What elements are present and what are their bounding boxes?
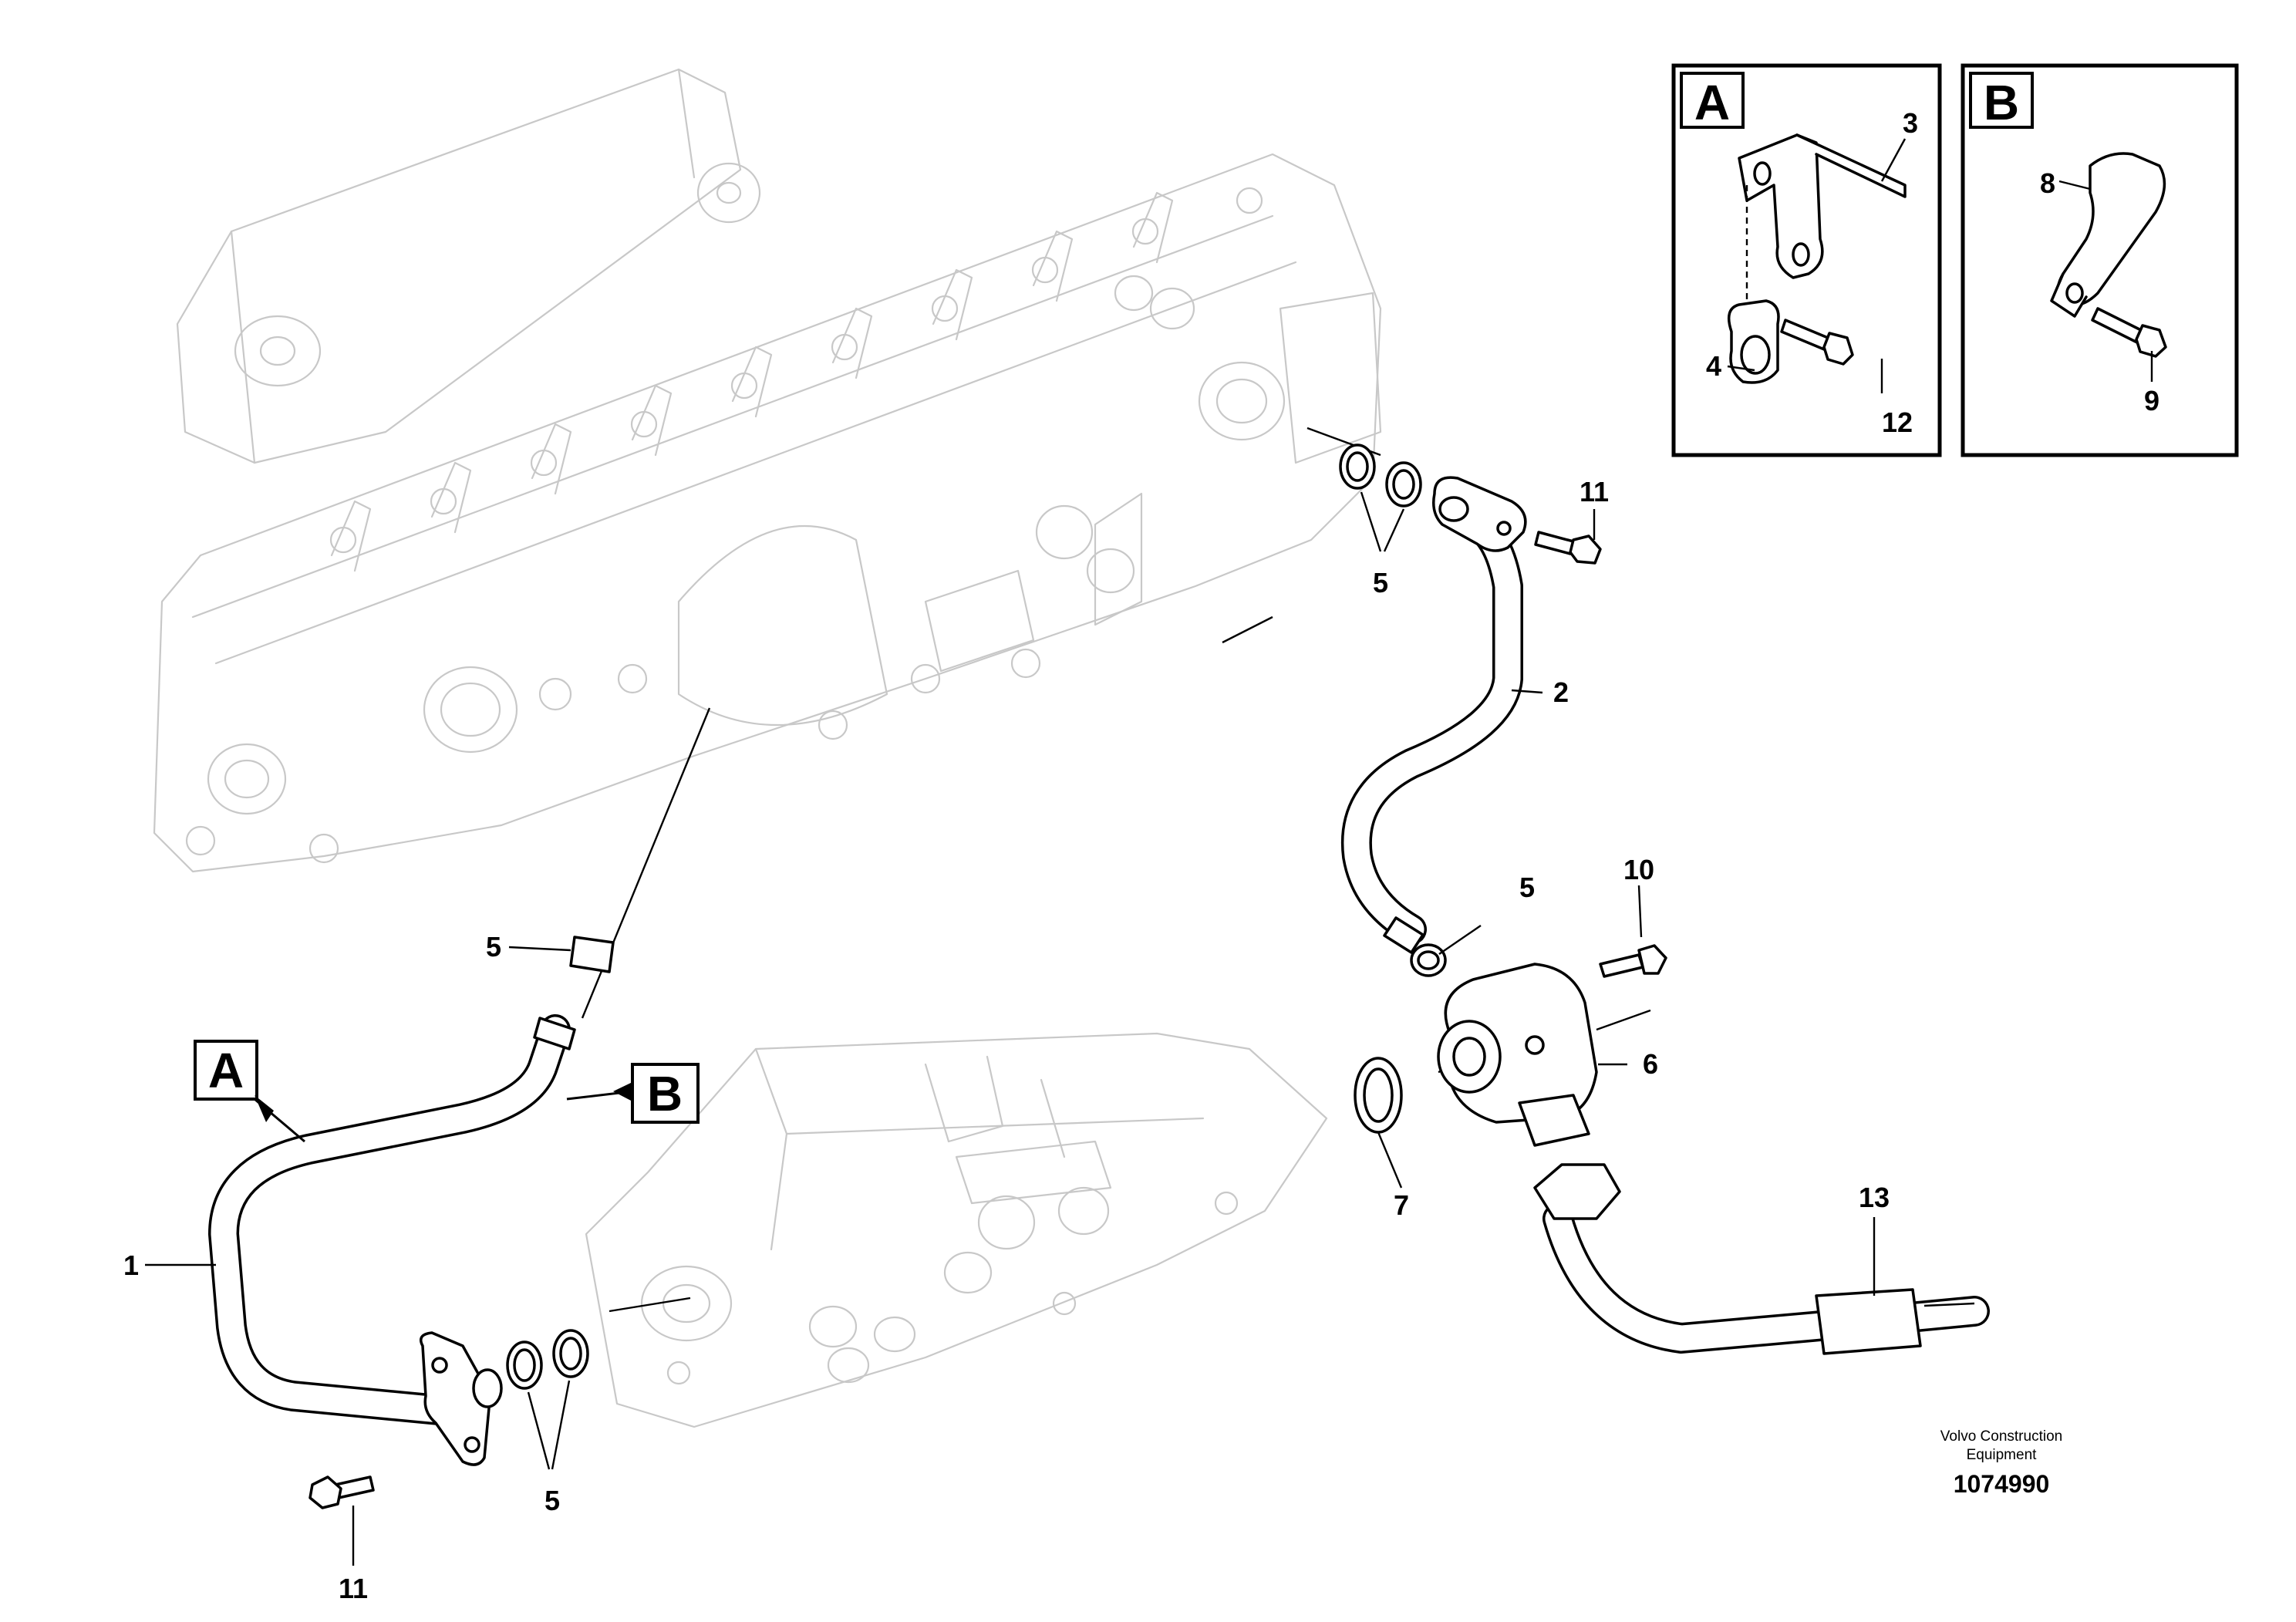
seal-rings <box>506 443 1482 1470</box>
bolts <box>145 509 1667 1566</box>
oil-pump-housing-illustration <box>585 1032 1328 1428</box>
view-marker-a-letter: A <box>208 1043 244 1098</box>
callout-7: 7 <box>1394 1189 1409 1221</box>
callout-11-top: 11 <box>1580 476 1609 508</box>
callout-9: 9 <box>2144 385 2159 416</box>
detail-view-b: B <box>1961 63 2239 457</box>
view-marker-a: A <box>194 1040 305 1143</box>
elbow-fitting-6 <box>1437 963 1598 1147</box>
callout-5-pump: 5 <box>544 1485 560 1516</box>
callout-5-fitting: 5 <box>1519 872 1535 903</box>
callout-2: 2 <box>1553 676 1569 708</box>
oil-pipe-1 <box>208 1014 576 1466</box>
engine-block-illustration <box>153 68 1382 873</box>
callout-1: 1 <box>123 1249 139 1281</box>
view-marker-b-letter: B <box>647 1066 683 1121</box>
oil-pipe-2 <box>1340 476 1527 954</box>
callout-5-head: 5 <box>1373 567 1388 599</box>
document-number: 1074990 <box>1954 1470 2050 1498</box>
detail-view-a-letter: A <box>1694 75 1730 130</box>
company-line-2: Equipment <box>1967 1447 2038 1463</box>
view-marker-b: B <box>566 1063 700 1124</box>
oil-pipe-13 <box>1533 1163 1990 1355</box>
callout-6: 6 <box>1643 1048 1658 1080</box>
callout-10: 10 <box>1623 854 1654 885</box>
callout-3: 3 <box>1903 107 1918 139</box>
callout-8: 8 <box>2040 167 2055 199</box>
callout-13: 13 <box>1859 1182 1890 1213</box>
footer: Volvo Construction Equipment 1074990 <box>1940 1428 2062 1498</box>
leader-lines <box>581 427 1528 1313</box>
callout-labels: 1 2 3 4 5 5 5 5 6 7 8 9 10 11 11 12 13 <box>123 107 2159 1604</box>
callout-12: 12 <box>1882 406 1913 438</box>
callout-4: 4 <box>1706 350 1721 382</box>
callout-11-bottom: 11 <box>339 1573 368 1604</box>
callout-5-pipe1: 5 <box>486 931 501 963</box>
company-line-1: Volvo Construction <box>1940 1428 2062 1445</box>
detail-view-b-letter: B <box>1984 75 2019 130</box>
detail-view-a: A <box>1671 63 1942 457</box>
